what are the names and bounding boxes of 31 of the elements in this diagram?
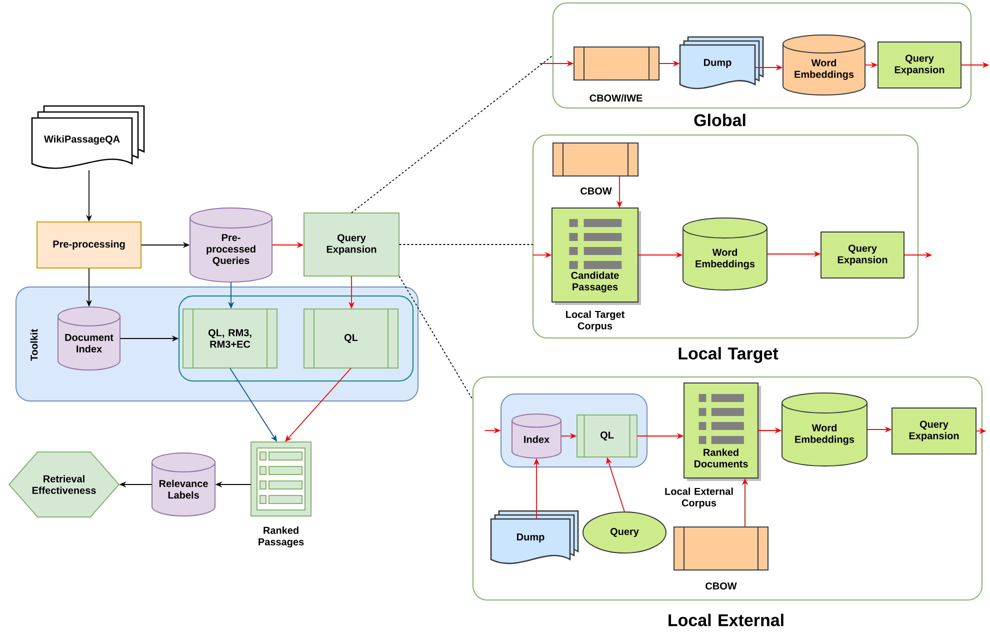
database-cylinder: Relevance Labels <box>152 452 216 516</box>
shape-label: CBOW <box>706 582 737 590</box>
process-box: Query Expansion <box>820 232 904 278</box>
database-cylinder: Word Embeddings <box>682 218 768 290</box>
database-cylinder: Pre-processed Queries <box>190 208 272 282</box>
document-list: Candidate Passages <box>552 208 641 305</box>
process-box: Query Expansion <box>878 42 962 88</box>
ellipse-node: Query <box>582 512 666 554</box>
group-frame <box>178 296 414 382</box>
process-box: Pre-processing <box>36 222 142 268</box>
panel-title: Global <box>694 114 746 126</box>
panel-title: Local External <box>668 614 784 626</box>
process-box: Query Expansion <box>304 212 400 276</box>
shape-label: Ranked Passages <box>258 526 304 548</box>
database-cylinder: Document Index <box>58 306 120 370</box>
document-stack: Dump <box>490 510 579 564</box>
database-cylinder: Word Embeddings <box>782 34 866 96</box>
panel-label: Toolkit <box>30 329 38 361</box>
panel-title: Local Target <box>678 347 778 363</box>
shape-label: CBOW <box>580 187 612 195</box>
database-cylinder: Index <box>512 414 562 458</box>
process-box: Query Expansion <box>892 408 976 454</box>
dashed-line <box>351 55 554 214</box>
dashed-line <box>398 244 534 245</box>
document-stack: Dump <box>679 36 764 90</box>
document-stack: WikiPassageQA <box>31 105 145 169</box>
dashed-line <box>398 276 474 400</box>
corpus-label: Local External Corpus <box>665 488 733 508</box>
shape-label: CBOW/IWE <box>590 94 642 102</box>
database-cylinder: Word Embeddings <box>782 392 868 466</box>
corpus-label: Local Target Corpus <box>566 310 625 332</box>
